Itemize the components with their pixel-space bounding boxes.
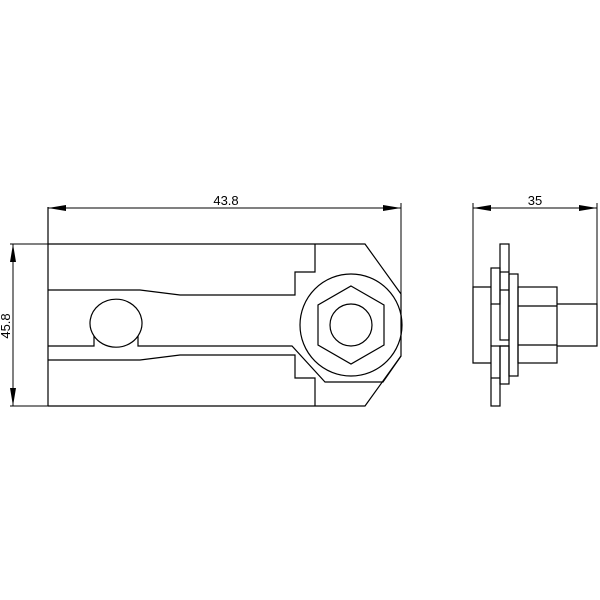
side-back <box>472 286 491 364</box>
dimension-label-width: 43.8 <box>213 193 238 208</box>
upper-step <box>48 244 316 296</box>
front-view <box>47 207 403 407</box>
bore-circle <box>329 303 373 347</box>
hex-nut <box>317 285 385 365</box>
plate-1-bottom <box>490 345 501 407</box>
slot-circle <box>89 298 143 348</box>
lower-step <box>48 354 316 406</box>
plate-2-bottom <box>499 345 510 385</box>
dimension-label-height: 45.8 <box>0 313 13 338</box>
plate-3 <box>508 273 519 377</box>
hub-circle <box>299 273 403 377</box>
front-outline <box>48 243 402 407</box>
dimension-width-front: 43.8 <box>48 193 402 294</box>
side-view <box>472 243 598 407</box>
dimension-label-side: 35 <box>528 193 542 208</box>
shaft-body <box>517 286 558 364</box>
dimension-width-side: 35 <box>472 193 598 304</box>
slot-baseline <box>48 336 95 347</box>
shaft-tip <box>557 303 598 347</box>
plate-2 <box>499 243 510 341</box>
dimension-height-front: 45.8 <box>0 243 48 407</box>
plate-1-top <box>490 267 501 305</box>
slot-baseline-right <box>137 336 402 383</box>
